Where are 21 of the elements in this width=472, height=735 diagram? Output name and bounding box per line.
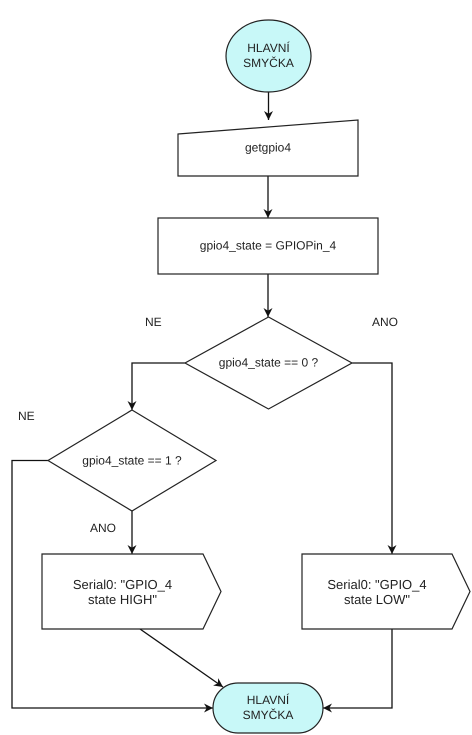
- arrow: [140, 628, 224, 688]
- edge-label: NE: [18, 408, 35, 422]
- edge-label: ANO: [90, 521, 116, 535]
- arrow: [264, 92, 273, 120]
- edge-label: NE: [145, 315, 162, 329]
- node-label: getgpio4: [244, 140, 292, 156]
- arrow: [128, 511, 136, 554]
- arrow: [352, 362, 396, 554]
- arrow: [11, 460, 213, 712]
- node-label: gpio4_state == 0 ?: [218, 356, 320, 370]
- arrow: [264, 176, 272, 218]
- node-label: Serial0: "GPIO_4 state LOW": [326, 576, 428, 606]
- node-label: HLAVNÍ SMYČKA: [242, 693, 294, 723]
- node-label: HLAVNÍ SMYČKA: [242, 41, 295, 71]
- arrow: [323, 629, 393, 712]
- node-label: Serial0: "GPIO_4 state HIGH": [72, 576, 174, 606]
- node-label: gpio4_state == 1 ?: [81, 453, 183, 468]
- arrow: [128, 362, 185, 410]
- edge-label: ANO: [372, 315, 398, 329]
- arrow: [264, 274, 272, 317]
- node-label: gpio4_state = GPIOPin_4: [198, 238, 338, 254]
